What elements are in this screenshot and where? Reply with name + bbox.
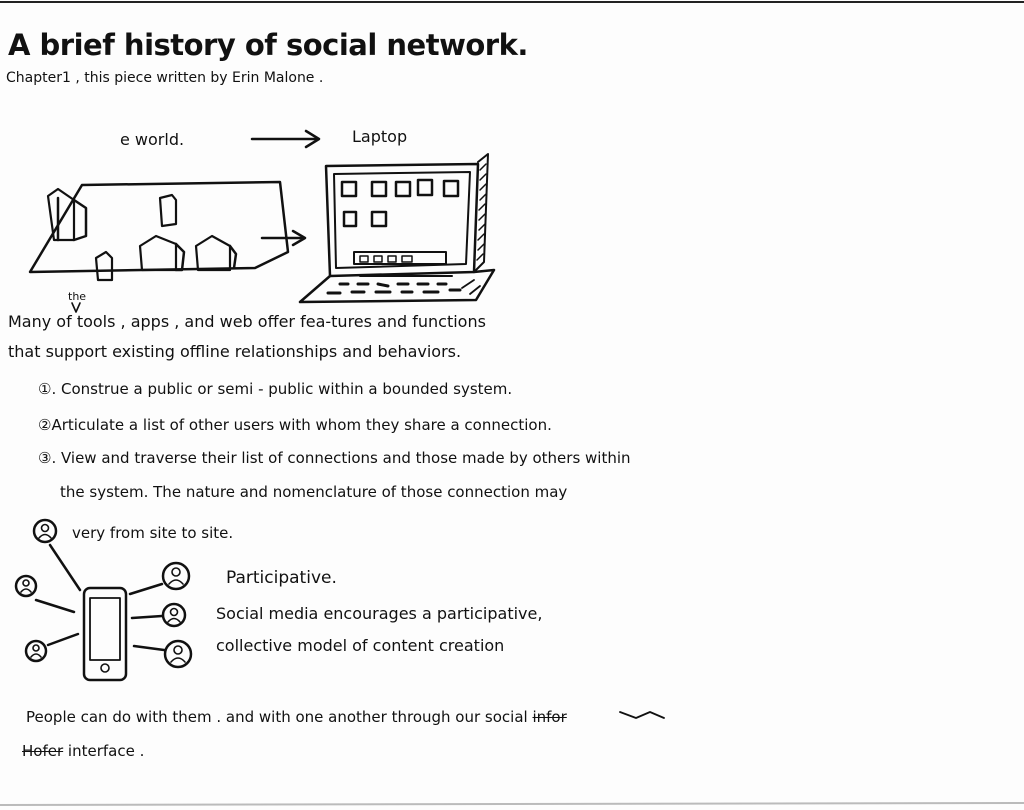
list-item-3-line-1: ③. View and traverse their list of conne… bbox=[38, 449, 631, 467]
scribble-mark bbox=[619, 711, 665, 719]
insert-caret-icon bbox=[71, 302, 81, 313]
social-network-illustration bbox=[14, 518, 193, 682]
town-map-illustration bbox=[28, 180, 290, 282]
participative-line-2: collective model of content creation bbox=[216, 636, 505, 655]
arrow-right-icon bbox=[260, 229, 307, 247]
user-avatar-icon bbox=[32, 518, 58, 544]
user-avatar-icon bbox=[24, 639, 48, 663]
scan-edge bbox=[0, 802, 1024, 806]
page-title: A brief history of social network. bbox=[8, 28, 528, 62]
insert-mark-text: the bbox=[68, 290, 87, 303]
participative-line-1: Social media encourages a participative, bbox=[216, 604, 543, 623]
closing-line-2-text: interface . bbox=[67, 742, 145, 760]
user-avatar-icon bbox=[163, 639, 193, 669]
user-avatar-icon bbox=[161, 561, 191, 591]
list-item-1: ①. Construe a public or semi - public wi… bbox=[38, 380, 513, 398]
smartphone-icon bbox=[82, 586, 128, 682]
subtitle: Chapter1 , this piece written by Erin Ma… bbox=[6, 70, 324, 86]
closing-line-2: Hofer interface . bbox=[22, 742, 144, 760]
list-item-2: ②Articulate a list of other users with w… bbox=[38, 416, 552, 434]
closing-line-1: People can do with them . and with one a… bbox=[26, 708, 567, 726]
closing-strikethrough-2: Hofer bbox=[22, 742, 64, 760]
eworld-label: e world. bbox=[120, 130, 185, 149]
participative-heading: Participative. bbox=[226, 568, 337, 588]
closing-line-1-text: People can do with them . and with one a… bbox=[26, 708, 528, 726]
laptop-label: Laptop bbox=[352, 127, 408, 146]
list-item-3-line-3: very from site to site. bbox=[72, 524, 234, 542]
list-item-3-line-2: the system. The nature and nomenclature … bbox=[60, 483, 568, 501]
user-avatar-icon bbox=[14, 574, 38, 598]
laptop-illustration bbox=[298, 153, 496, 304]
intro-line-2: that support existing offline relationsh… bbox=[8, 342, 462, 361]
user-avatar-icon bbox=[161, 602, 187, 628]
arrow-right-icon bbox=[250, 129, 321, 149]
closing-strikethrough-1: infor bbox=[532, 708, 567, 726]
intro-line-1: Many of tools , apps , and web offer fea… bbox=[8, 312, 486, 331]
